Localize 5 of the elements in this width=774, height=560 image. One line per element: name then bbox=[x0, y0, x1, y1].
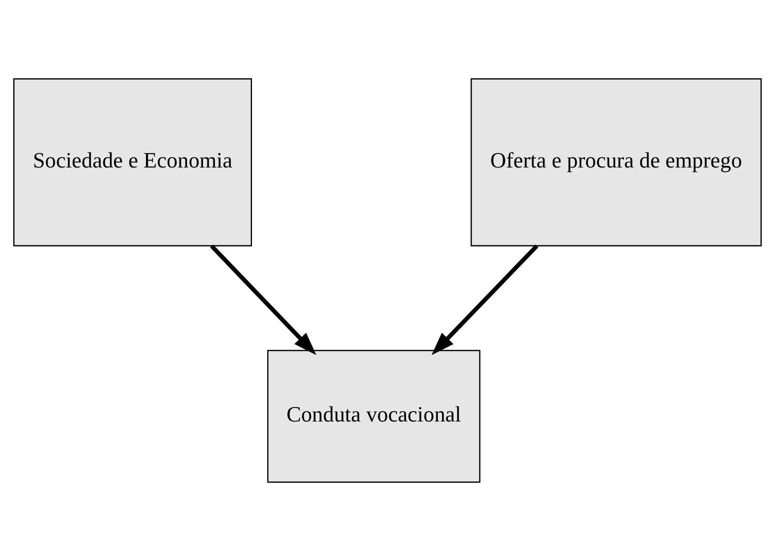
node-box: Conduta vocacional bbox=[266, 349, 480, 482]
arrow bbox=[431, 244, 538, 355]
node-box: Sociedade e Economia bbox=[12, 78, 252, 246]
node-box: Oferta e procura de emprego bbox=[470, 78, 762, 246]
arrow bbox=[210, 244, 316, 355]
